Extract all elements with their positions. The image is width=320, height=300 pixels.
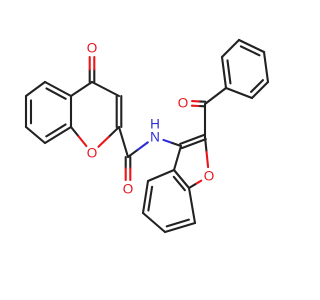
bond-line xyxy=(205,150,210,169)
bond-lines xyxy=(24,38,270,234)
bond-line xyxy=(203,86,228,106)
bond-line xyxy=(90,80,121,98)
atom-label-ketone-oxygen: O xyxy=(87,41,98,56)
atom-label-benzoyl-oxygen: O xyxy=(178,96,189,111)
bond-line xyxy=(172,144,183,172)
atom-label-amide-hydrogen: H xyxy=(150,117,160,132)
bond-line xyxy=(172,168,191,190)
bond-line xyxy=(162,138,174,145)
bond-line xyxy=(180,138,207,150)
bond-line xyxy=(220,55,228,90)
bond-line xyxy=(43,80,73,98)
bond-line xyxy=(69,80,94,98)
bond-line xyxy=(45,123,67,138)
bond-line xyxy=(237,38,266,54)
bond-line xyxy=(147,185,154,212)
bond-line xyxy=(171,141,183,148)
bond-line xyxy=(250,79,264,93)
atom-label-amide-oxygen: O xyxy=(123,182,134,197)
atom-label-amide-nitrogen: N xyxy=(150,130,160,145)
bond-line xyxy=(97,135,110,148)
bond-line xyxy=(107,125,121,138)
bond-line xyxy=(77,135,88,148)
bond-line xyxy=(141,179,150,215)
bond-line xyxy=(24,125,47,145)
bond-line xyxy=(220,38,241,59)
bond-line xyxy=(24,80,47,98)
bond-line xyxy=(224,86,254,100)
bond-line xyxy=(163,221,197,234)
bond-line xyxy=(250,80,270,100)
bond-line xyxy=(172,175,186,192)
bond-line xyxy=(187,186,197,225)
molecule-structure: O O O N H O O xyxy=(24,38,270,234)
bond-line xyxy=(45,87,67,100)
bond-line xyxy=(194,179,203,186)
bond-line xyxy=(126,148,139,159)
bond-line xyxy=(141,211,167,234)
bond-line xyxy=(165,218,190,228)
atom-label-chromone-ring-oxygen: O xyxy=(87,146,98,161)
bond-line xyxy=(146,168,176,183)
bond-line xyxy=(226,59,232,85)
atom-label-benzofuran-ring-oxygen: O xyxy=(204,169,215,184)
bond-line xyxy=(239,45,261,57)
bond-line xyxy=(203,135,208,154)
bond-line xyxy=(43,125,73,145)
bond-line xyxy=(69,125,80,138)
bond-line xyxy=(187,183,197,190)
bond-line xyxy=(136,141,149,151)
atom-labels: O O O N H O O xyxy=(87,41,215,197)
bond-line xyxy=(179,133,206,145)
bond-line xyxy=(262,50,270,84)
bond-line xyxy=(117,125,130,159)
